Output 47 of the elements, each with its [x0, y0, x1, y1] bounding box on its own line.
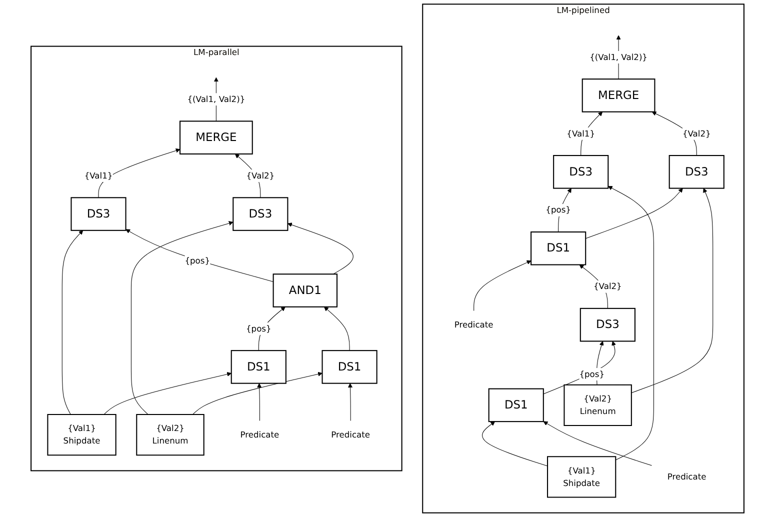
node-box: DS1	[322, 350, 378, 384]
arrow	[288, 222, 354, 274]
arrow	[631, 188, 714, 394]
edge-label: {(Val1, Val2)}	[590, 52, 648, 62]
arrow	[474, 260, 532, 312]
node-box: DS1	[488, 388, 544, 422]
edge-label: {Val1}	[566, 128, 596, 138]
edge-label: {pos}	[246, 324, 272, 334]
edge-label: {(Val1, Val2)}	[187, 94, 246, 104]
node-box: {Val2} Linenum	[564, 384, 632, 426]
arrow	[62, 230, 84, 415]
arrow	[482, 421, 548, 466]
arrow	[104, 372, 232, 415]
arrow	[324, 306, 350, 351]
node-box: {Val2} Linenum	[136, 414, 204, 456]
node-text: Predicate	[454, 320, 494, 330]
arrow	[543, 421, 652, 466]
node-box: DS1	[230, 350, 286, 384]
edge-label: {Val2}	[246, 170, 275, 180]
edge-label: {pos}	[579, 369, 605, 379]
node-box: DS3	[70, 197, 126, 231]
arrow	[585, 188, 683, 239]
arrow	[126, 229, 274, 282]
node-box: DS3	[668, 155, 724, 189]
arrow	[348, 383, 352, 422]
node-text: Predicate	[667, 472, 706, 482]
edge-label: {Val1}	[84, 170, 113, 180]
node-box: DS3	[553, 155, 609, 189]
node-box: MERGE	[179, 120, 253, 154]
node-box: {Val1} Shipdate	[547, 456, 616, 498]
node-box: {Val1} Shipdate	[47, 414, 116, 456]
node-text: Predicate	[331, 430, 370, 440]
node-box: DS1	[530, 231, 586, 266]
edge-label: {pos}	[546, 204, 571, 215]
node-box: DS3	[232, 197, 288, 231]
node-box: AND1	[272, 274, 338, 308]
edge-label: {pos}	[184, 256, 210, 266]
arrow	[257, 383, 262, 422]
edge-label: {Val2}	[682, 128, 711, 138]
arrow	[130, 221, 234, 415]
node-box: DS3	[580, 308, 636, 342]
arrow	[98, 148, 180, 198]
arrow	[608, 186, 654, 460]
edge-label: {Val2}	[594, 281, 622, 292]
arrow	[192, 372, 322, 415]
node-text: Predicate	[240, 430, 280, 440]
node-box: MERGE	[582, 78, 656, 112]
